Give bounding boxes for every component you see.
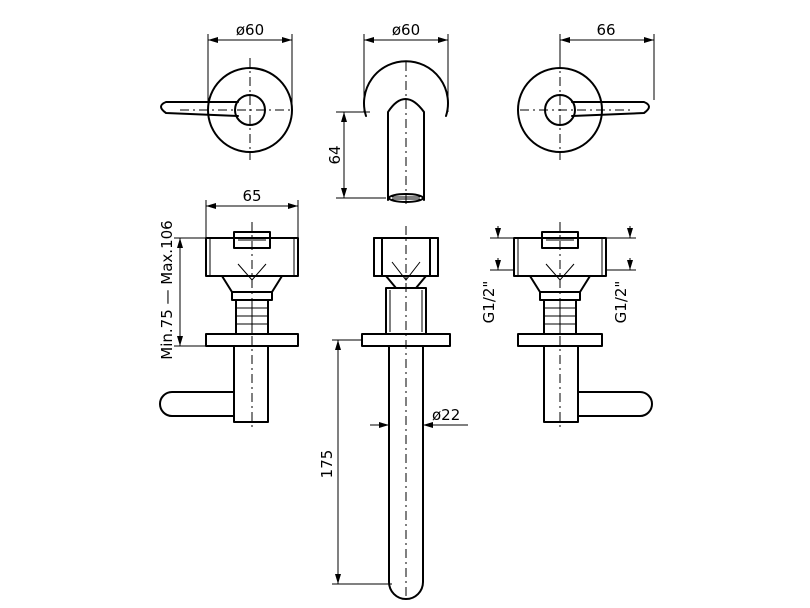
top-view-left-handle: ø60 (160, 21, 293, 160)
dim-top-center-diameter: ø60 (392, 21, 420, 39)
front-view-spout: ø22 175 (318, 226, 468, 600)
dim-top-left-diameter: ø60 (236, 21, 264, 39)
front-view-right-mixer: G1/2" G1/2" (480, 222, 653, 430)
top-view-right-handle: 66 (517, 21, 655, 160)
dim-connection-left: G1/2" (480, 281, 498, 324)
dim-connection-right: G1/2" (612, 281, 630, 324)
dim-spout-diameter: ø22 (432, 406, 460, 424)
dim-wall-depth-range: Min.75 — Max.106 (158, 220, 176, 359)
front-view-left-mixer: 65 Min.75 — Max.106 (158, 187, 299, 430)
top-view-spout: ø60 64 (326, 21, 449, 205)
dim-spout-projection: 64 (326, 145, 344, 164)
dim-top-right-width: 66 (596, 21, 615, 39)
dim-spout-length: 175 (318, 450, 336, 479)
dim-mixer-body-width: 65 (242, 187, 261, 205)
